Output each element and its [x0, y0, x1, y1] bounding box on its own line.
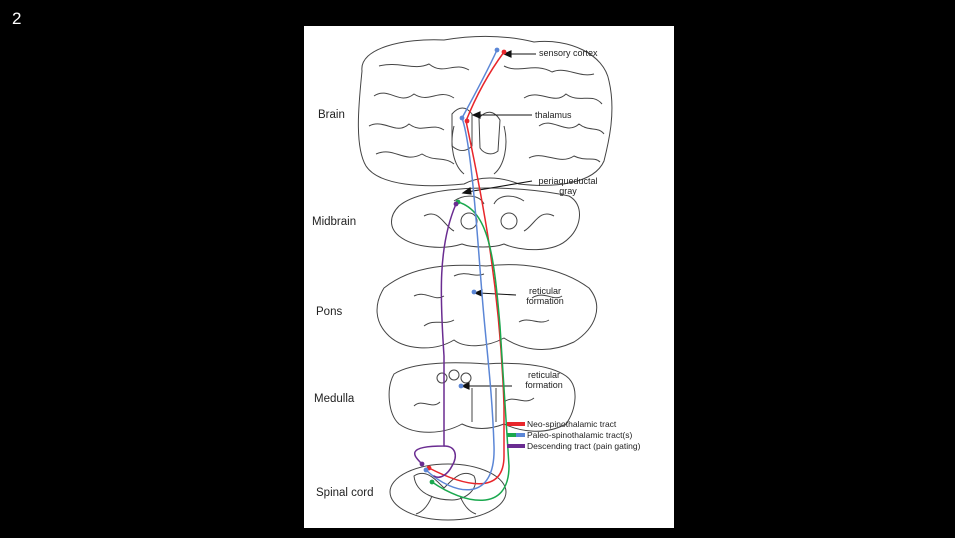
- legend-item-neo: Neo-spinothalamic tract: [507, 419, 640, 429]
- pons-section: [377, 265, 597, 350]
- label-pons: Pons: [316, 306, 342, 318]
- label-midbrain: Midbrain: [312, 216, 356, 228]
- label-reticular-formation-pons: reticular formation: [516, 286, 574, 306]
- legend-label-descending: Descending tract (pain gating): [527, 441, 640, 451]
- pathway-diagram: [304, 26, 674, 528]
- label-reticular-formation-medulla: reticular formation: [515, 370, 573, 390]
- legend-swatch-descending: [507, 444, 525, 448]
- legend-item-descending: Descending tract (pain gating): [507, 441, 640, 451]
- legend: Neo-spinothalamic tract Paleo-spinothala…: [507, 419, 640, 452]
- descending-tract: [415, 204, 456, 464]
- label-thalamus: thalamus: [535, 110, 572, 120]
- pain-pathway-figure: Brain Midbrain Pons Medulla Spinal cord …: [304, 26, 674, 528]
- legend-item-paleo: Paleo-spinothalamic tract(s): [507, 430, 640, 440]
- label-pointers: [462, 51, 536, 389]
- slide-number: 2: [12, 9, 21, 29]
- label-periaqueductal-gray: periaqueductal gray: [534, 176, 602, 196]
- brain-section: [358, 36, 612, 185]
- label-spinal-cord: Spinal cord: [316, 487, 374, 499]
- label-medulla: Medulla: [314, 393, 354, 405]
- bottom-bar: [0, 538, 955, 543]
- label-sensory-cortex: sensory cortex: [539, 48, 598, 58]
- legend-swatch-paleo: [507, 433, 525, 437]
- legend-label-neo: Neo-spinothalamic tract: [527, 419, 616, 429]
- label-brain: Brain: [318, 109, 345, 121]
- legend-label-paleo: Paleo-spinothalamic tract(s): [527, 430, 632, 440]
- legend-swatch-neo: [507, 422, 525, 426]
